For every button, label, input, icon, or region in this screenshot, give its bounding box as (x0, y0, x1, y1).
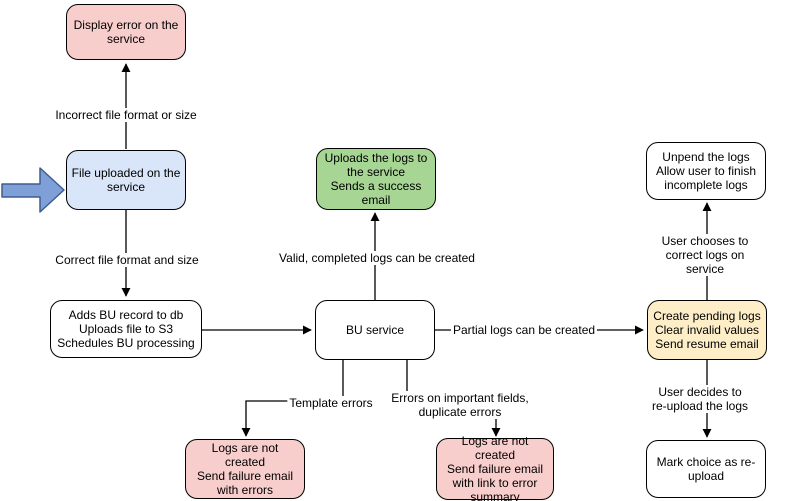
node-mark-reupload: Mark choice as re- upload (646, 440, 766, 498)
node-adds-bu-record: Adds BU record to db Uploads file to S3 … (50, 300, 202, 358)
edge-label-important-fields: Errors on important fields, duplicate er… (389, 391, 531, 419)
node-file-uploaded: File uploaded on the service (66, 150, 186, 210)
edge-label-incorrect-format: Incorrect file format or size (53, 108, 199, 122)
node-unpend-logs: Unpend the logs Allow user to finish inc… (646, 142, 766, 200)
entry-arrow-icon (1, 167, 65, 213)
edge-label-valid-logs: Valid, completed logs can be created (277, 251, 477, 265)
node-create-pending: Create pending logs Clear invalid values… (647, 300, 767, 360)
edge-label-reupload: User decides to re-upload the logs (649, 385, 751, 413)
edge-label-correct-on-service: User chooses to correct logs on service (657, 234, 753, 276)
edge-label-correct-format: Correct file format and size (53, 253, 201, 267)
node-uploads-logs: Uploads the logs to the service Sends a … (316, 148, 436, 210)
node-logs-not-created-errors: Logs are not created Send failure email … (185, 439, 305, 499)
node-logs-not-created-summary: Logs are not created Send failure email … (436, 434, 554, 501)
edge-label-template-errors: Template errors (287, 396, 375, 410)
node-bu-service: BU service (315, 300, 435, 360)
edge-label-partial-logs: Partial logs can be created (450, 323, 598, 337)
node-display-error: Display error on the service (66, 4, 186, 60)
